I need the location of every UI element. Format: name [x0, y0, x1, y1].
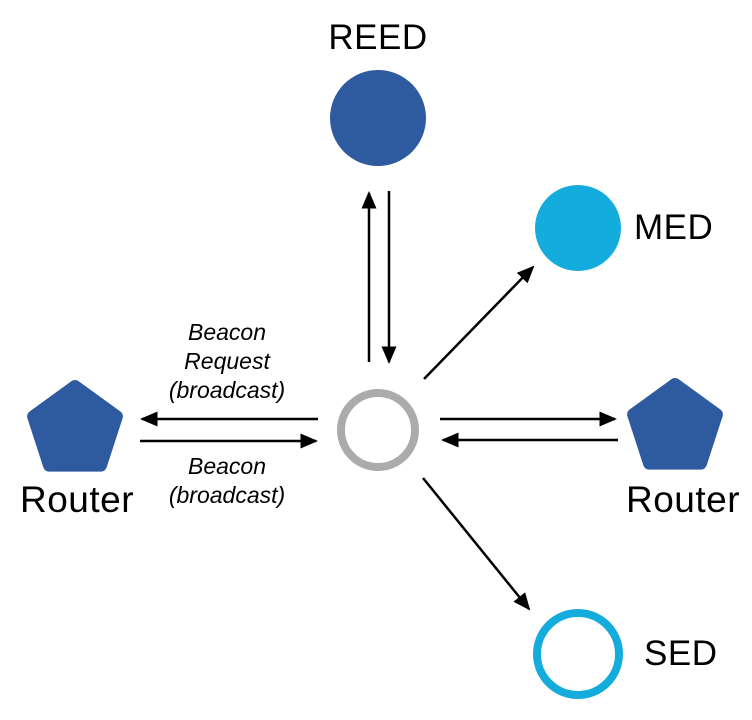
med-node-circle — [535, 185, 621, 271]
med-node-label: MED — [634, 208, 714, 247]
arrow-center-to-sed — [422, 477, 531, 611]
router-left-label: Router — [19, 479, 135, 520]
sed-node-circle — [533, 609, 623, 699]
sed-node-label: SED — [644, 634, 718, 673]
arrow-center-to-med — [423, 265, 535, 380]
router-left-pentagon — [27, 380, 123, 472]
center-node-circle — [337, 389, 419, 471]
reed-node-circle — [330, 70, 426, 166]
reed-node-label: REED — [328, 18, 428, 57]
router-right-pentagon — [627, 378, 723, 470]
beacon-edge-label: Beacon (broadcast) — [168, 453, 286, 509]
router-right-label: Router — [625, 479, 741, 520]
beacon-request-edge-label: Beacon Request (broadcast) — [168, 319, 286, 404]
